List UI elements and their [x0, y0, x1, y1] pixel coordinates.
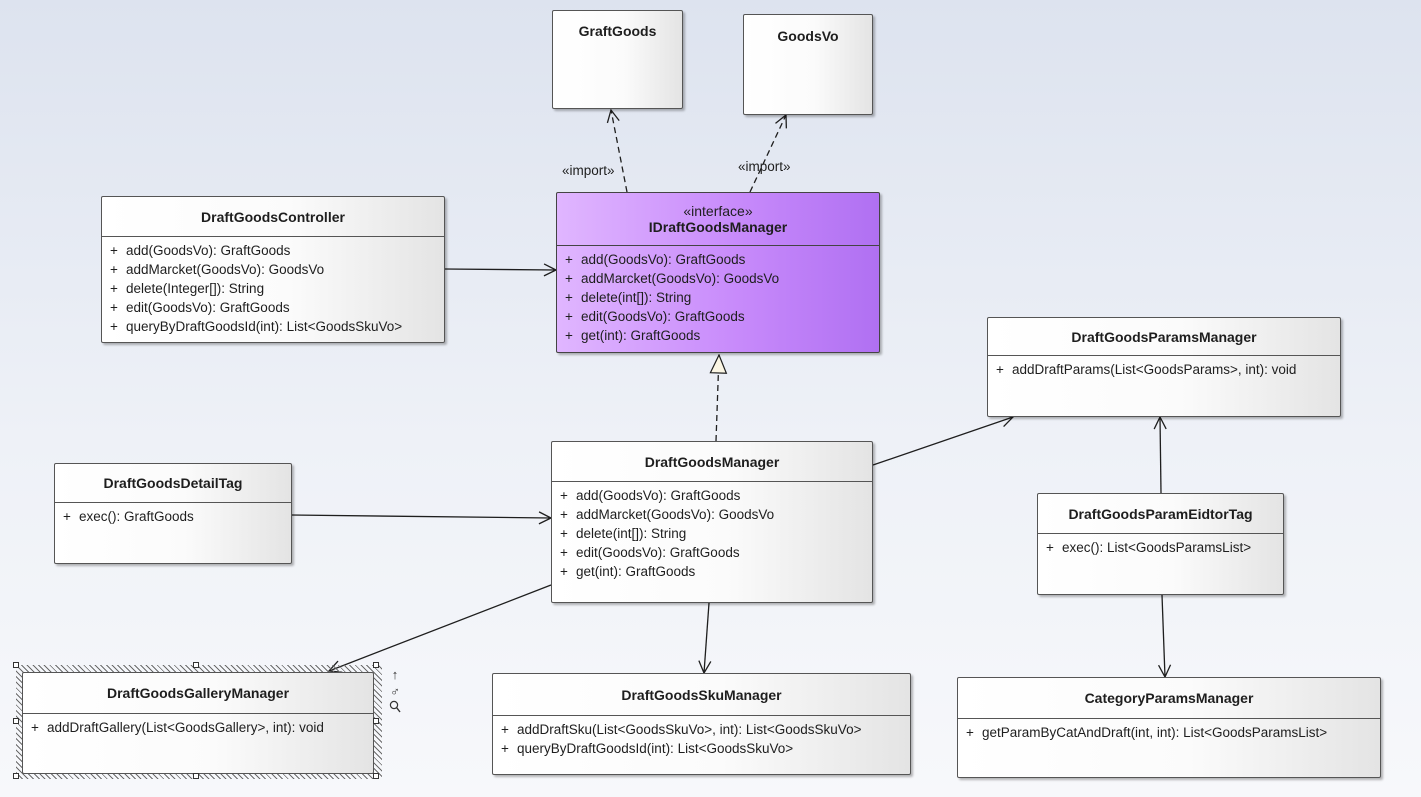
operation: +exec(): GraftGoods: [63, 509, 194, 524]
class-goodsvo[interactable]: GoodsVo: [743, 14, 873, 115]
operations-list: +getParamByCatAndDraft(int, int): List<G…: [958, 719, 1380, 742]
resize-handle[interactable]: [193, 773, 199, 779]
import-label-left: «import»: [562, 163, 615, 178]
interface-idraftgoodsmanager[interactable]: «interface» IDraftGoodsManager +add(Good…: [556, 192, 880, 353]
operations-list: +addDraftParams(List<GoodsParams>, int):…: [988, 356, 1340, 379]
class-name: DraftGoodsManager: [552, 442, 872, 482]
class-draftgoodsmanager[interactable]: DraftGoodsManager +add(GoodsVo): GraftGo…: [551, 441, 873, 603]
realization-edge[interactable]: [716, 355, 719, 442]
class-graftgoods[interactable]: GraftGoods: [552, 10, 683, 109]
assoc-manager-gallery[interactable]: [329, 584, 552, 671]
resize-handle[interactable]: [373, 773, 379, 779]
resize-handle[interactable]: [13, 773, 19, 779]
operation: +addDraftGallery(List<GoodsGallery>, int…: [31, 720, 324, 735]
assoc-editortag-paramsmanager[interactable]: [1160, 417, 1161, 494]
assoc-controller-interface[interactable]: [443, 269, 556, 270]
resize-handle[interactable]: [373, 662, 379, 668]
operation: +edit(GoodsVo): GraftGoods: [565, 309, 745, 324]
class-draftgoodsparameidtortag[interactable]: DraftGoodsParamEidtorTag +exec(): List<G…: [1037, 493, 1284, 595]
magnifier-icon[interactable]: [388, 700, 402, 719]
import-label-right: «import»: [738, 159, 791, 174]
operations-list: +exec(): GraftGoods: [55, 503, 291, 526]
class-name: DraftGoodsParamsManager: [988, 318, 1340, 356]
interface-header: «interface» IDraftGoodsManager: [557, 193, 879, 246]
resize-handle[interactable]: [193, 662, 199, 668]
operation: +addDraftParams(List<GoodsParams>, int):…: [996, 362, 1297, 377]
assoc-manager-paramsmanager[interactable]: [872, 417, 1013, 466]
operations-list: +addDraftGallery(List<GoodsGallery>, int…: [23, 714, 373, 737]
resize-handle[interactable]: [13, 662, 19, 668]
class-name: DraftGoodsSkuManager: [493, 674, 910, 716]
operations-list: +add(GoodsVo): GraftGoods +addMarcket(Go…: [552, 482, 872, 581]
operation: +addDraftSku(List<GoodsSkuVo>, int): Lis…: [501, 722, 862, 737]
operation: +delete(int[]): String: [560, 526, 687, 541]
operation: +add(GoodsVo): GraftGoods: [560, 488, 741, 503]
operation: +exec(): List<GoodsParamsList>: [1046, 540, 1252, 555]
class-draftgoodsdetailtag[interactable]: DraftGoodsDetailTag +exec(): GraftGoods: [54, 463, 292, 564]
class-name: DraftGoodsGalleryManager: [23, 673, 373, 714]
operation: +get(int): GraftGoods: [565, 328, 701, 343]
assoc-editortag-categoryparams[interactable]: [1162, 594, 1165, 677]
class-name: IDraftGoodsManager: [648, 219, 788, 235]
operation: +add(GoodsVo): GraftGoods: [110, 243, 291, 258]
link-icon[interactable]: ♂: [390, 684, 400, 699]
class-draftgoodsparamsmanager[interactable]: DraftGoodsParamsManager +addDraftParams(…: [987, 317, 1341, 417]
operations-list: +add(GoodsVo): GraftGoods +addMarcket(Go…: [557, 246, 879, 345]
operation: +addMarcket(GoodsVo): GoodsVo: [110, 262, 325, 277]
class-name: DraftGoodsParamEidtorTag: [1038, 494, 1283, 534]
operation: +addMarcket(GoodsVo): GoodsVo: [560, 507, 775, 522]
import-edge-goodsvo[interactable]: [749, 115, 786, 193]
import-edge-graftgoods[interactable]: [611, 110, 628, 193]
arrow-up-icon[interactable]: ↑: [391, 667, 399, 682]
class-name: GoodsVo: [777, 28, 839, 44]
operation: +queryByDraftGoodsId(int): List<GoodsSku…: [501, 741, 794, 756]
operation: +edit(GoodsVo): GraftGoods: [560, 545, 740, 560]
assoc-manager-sku[interactable]: [704, 602, 709, 673]
operation: +add(GoodsVo): GraftGoods: [565, 252, 746, 267]
operation: +delete(Integer[]): String: [110, 281, 265, 296]
operation: +getParamByCatAndDraft(int, int): List<G…: [966, 725, 1328, 740]
assoc-detailtag-manager[interactable]: [290, 515, 551, 518]
stereotype-label: «interface»: [683, 203, 753, 219]
class-name: CategoryParamsManager: [958, 678, 1380, 719]
operations-list: +add(GoodsVo): GraftGoods +addMarcket(Go…: [102, 237, 444, 336]
resize-handle[interactable]: [373, 718, 379, 724]
operation: +queryByDraftGoodsId(int): List<GoodsSku…: [110, 319, 403, 334]
class-draftgoodsgallerymanager[interactable]: DraftGoodsGalleryManager +addDraftGaller…: [22, 672, 374, 774]
operation: +delete(int[]): String: [565, 290, 692, 305]
operation: +addMarcket(GoodsVo): GoodsVo: [565, 271, 780, 286]
resize-handle[interactable]: [13, 718, 19, 724]
class-draftgoodscontroller[interactable]: DraftGoodsController +add(GoodsVo): Graf…: [101, 196, 445, 343]
class-name: GraftGoods: [578, 23, 657, 39]
operations-list: +addDraftSku(List<GoodsSkuVo>, int): Lis…: [493, 716, 910, 758]
class-name: DraftGoodsController: [102, 197, 444, 237]
class-draftgoodsskumanager[interactable]: DraftGoodsSkuManager +addDraftSku(List<G…: [492, 673, 911, 775]
class-name: DraftGoodsDetailTag: [55, 464, 291, 503]
operation: +edit(GoodsVo): GraftGoods: [110, 300, 290, 315]
class-categoryparamsmanager[interactable]: CategoryParamsManager +getParamByCatAndD…: [957, 677, 1381, 778]
operation: +get(int): GraftGoods: [560, 564, 696, 579]
operations-list: +exec(): List<GoodsParamsList>: [1038, 534, 1283, 557]
